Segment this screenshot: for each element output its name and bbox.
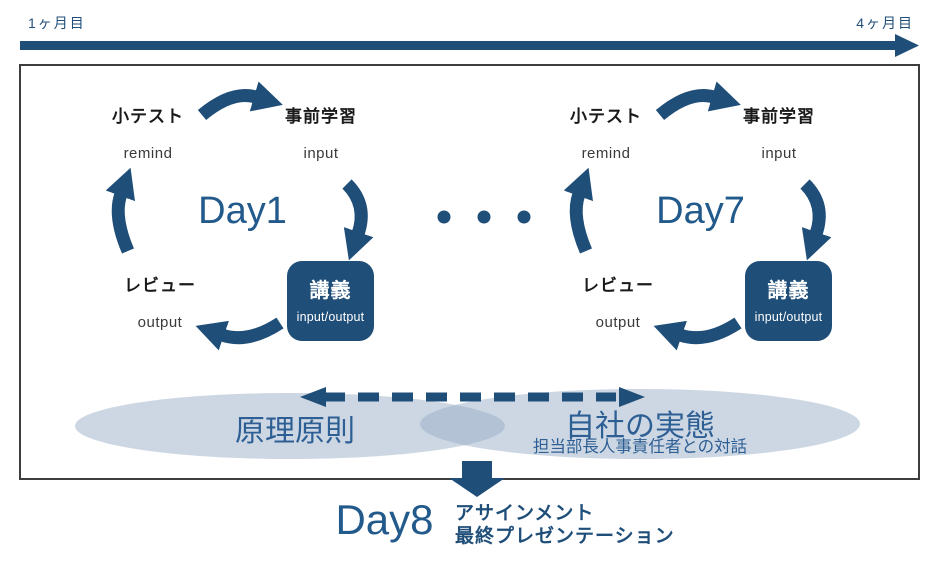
- lecture-subtitle: input/output: [296, 310, 365, 324]
- review-title: レビュー: [124, 276, 196, 295]
- review-subtitle: output: [595, 314, 641, 331]
- review-subtitle: output: [137, 314, 183, 331]
- timeline-arrow-icon: [20, 34, 919, 57]
- lecture-box: 講義 input/output: [287, 261, 374, 341]
- lecture-subtitle: input/output: [754, 310, 823, 324]
- cycle-day1: 小テスト 事前学習 remind input Day1 レビュー output …: [80, 81, 430, 368]
- lecture-title: 講義: [767, 280, 810, 302]
- day8-description: アサインメント 最終プレゼンテーション: [455, 502, 675, 548]
- cycle-day7: 小テスト 事前学習 remind input Day7 レビュー output …: [538, 81, 888, 368]
- quiz-subtitle: remind: [581, 145, 631, 162]
- day1-label: Day1: [198, 190, 287, 232]
- day7-label: Day7: [656, 190, 745, 232]
- final-presentation-label: 最終プレゼンテーション: [455, 526, 675, 547]
- cycle-arrows-icon: [563, 81, 832, 351]
- principles-label: 原理原則: [235, 415, 355, 448]
- cycle-arrows-icon: [105, 81, 374, 351]
- timeline-start-label: 1ヶ月目: [28, 15, 86, 31]
- prestudy-title: 事前学習: [285, 107, 357, 126]
- lecture-box: 講義 input/output: [745, 261, 832, 341]
- ellipsis-dots-icon: [437, 210, 531, 224]
- company-reality-label: 自社の実態: [565, 410, 715, 443]
- quiz-subtitle: remind: [123, 145, 173, 162]
- quiz-title: 小テスト: [112, 107, 184, 126]
- assignment-label: アサインメント: [455, 503, 595, 524]
- review-title: レビュー: [582, 276, 654, 295]
- quiz-title: 小テスト: [570, 107, 642, 126]
- timeline-end-label: 4ヶ月目: [856, 15, 914, 31]
- dialogue-sublabel: 担当部長人事責任者との対話: [532, 438, 748, 456]
- day8-label: Day8: [335, 496, 434, 543]
- prestudy-subtitle: input: [761, 145, 797, 162]
- down-arrow-icon: [449, 461, 505, 497]
- prestudy-subtitle: input: [303, 145, 339, 162]
- venn-ellipses: [75, 389, 860, 459]
- dashed-double-arrow-icon: [300, 387, 645, 407]
- lecture-title: 講義: [309, 280, 352, 302]
- prestudy-title: 事前学習: [743, 107, 815, 126]
